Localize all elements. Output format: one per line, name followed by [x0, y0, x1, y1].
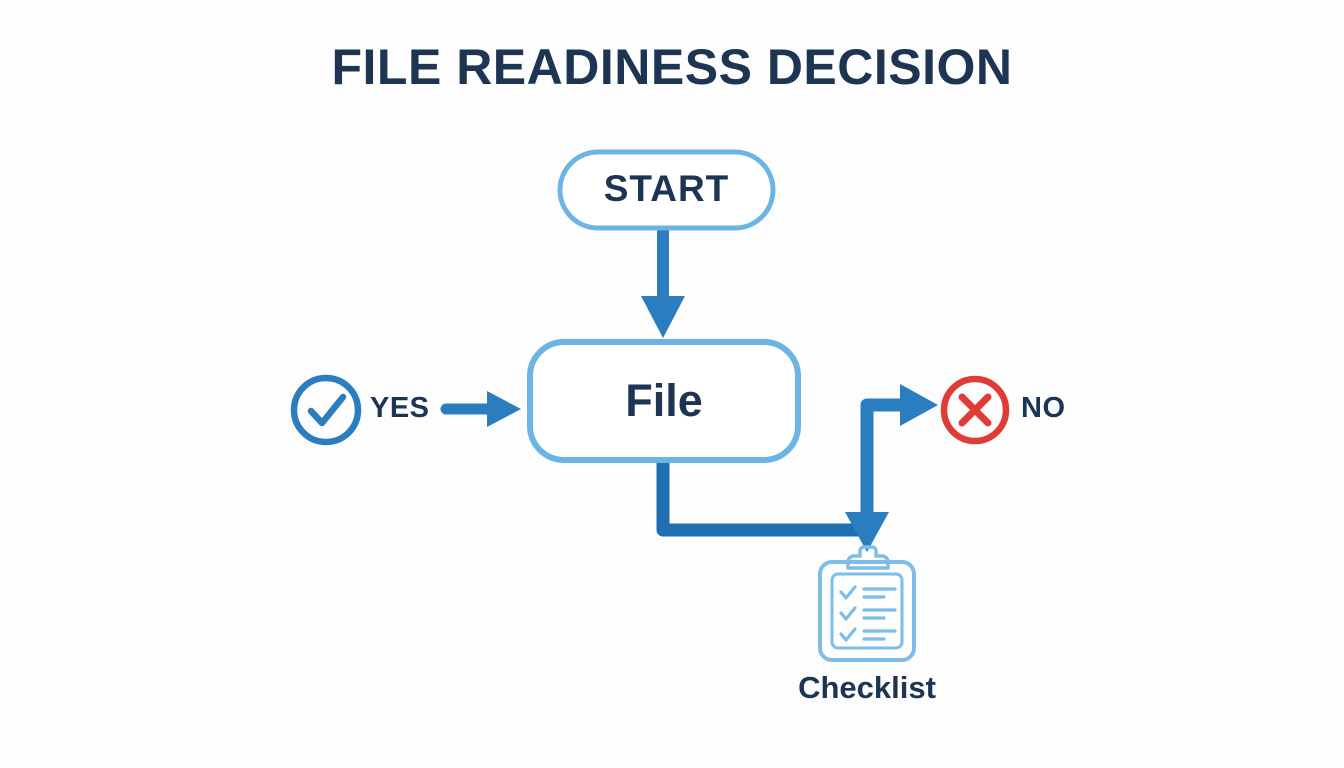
connector-layer [440, 228, 938, 552]
node-yes-label: YES [370, 392, 430, 424]
connector-file-trunk [656, 455, 874, 537]
node-no-label: NO [1021, 392, 1066, 424]
page-title: FILE READINESS DECISION [331, 39, 1013, 95]
node-checklist-label: Checklist [798, 670, 936, 705]
node-file-label[interactable]: File [625, 375, 703, 426]
node-start-shape[interactable] [557, 149, 776, 231]
connector-start-to-file [641, 228, 685, 338]
connector-file-to-no [860, 384, 938, 530]
node-start-label[interactable]: START [603, 168, 730, 209]
connector-yes-to-file [440, 391, 521, 427]
clipboard-checklist-icon [818, 545, 916, 662]
node-file-shape[interactable] [527, 339, 801, 463]
x-circle-icon [940, 375, 1010, 445]
connector-file-to-checklist [845, 512, 889, 552]
check-circle-icon [290, 374, 362, 446]
